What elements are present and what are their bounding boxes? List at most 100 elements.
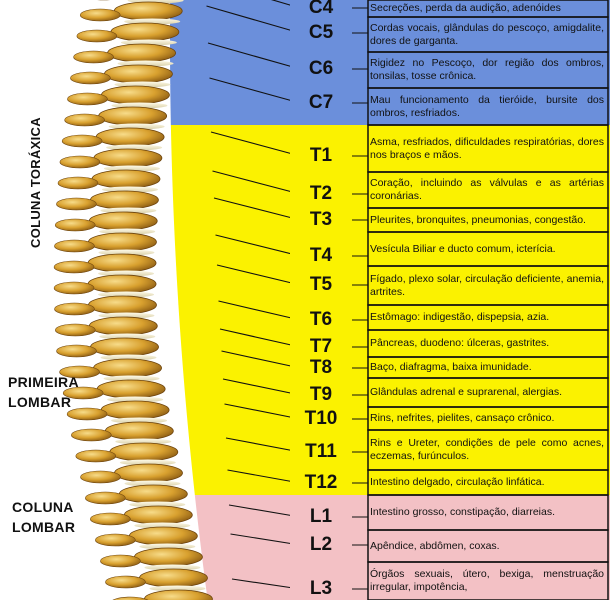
vertebra-process <box>112 596 149 600</box>
vertebra-description-t9: Glândulas adrenal e suprarenal, alergias… <box>370 386 563 398</box>
vertebra-process <box>95 533 136 547</box>
vertebra-label-t8: T8 <box>290 357 352 379</box>
vertebra-label-c6: C6 <box>290 58 352 80</box>
vertebra-process <box>54 218 96 232</box>
vertebra-description-t12: Intestino delgado, circulação linfática. <box>370 476 545 488</box>
intervertebral-disc <box>119 459 176 466</box>
vertebra-body <box>88 295 157 315</box>
vertebra-label-c4: C4 <box>290 0 352 19</box>
vertebra-process <box>70 71 111 85</box>
vertebra-body <box>139 568 208 588</box>
vertebra-process <box>54 239 95 253</box>
intervertebral-disc <box>139 543 196 550</box>
vertebra-label-l1: L1 <box>290 506 352 528</box>
intervertebral-disc <box>103 375 160 382</box>
vertebra-body <box>88 211 158 231</box>
vertebra-body <box>144 589 213 600</box>
vertebra-description-t11: Rins e Ureter, condições de pele como ac… <box>370 437 604 462</box>
description-box-l3 <box>367 561 609 600</box>
region-label-coluna-toraxica: COLUNA TORÁXICA <box>26 117 46 248</box>
vertebra-label-c5: C5 <box>290 22 352 44</box>
vertebra-process <box>64 113 105 127</box>
intervertebral-disc <box>111 417 168 424</box>
vertebra-label-t3: T3 <box>290 209 352 231</box>
intervertebral-disc <box>124 480 181 487</box>
vertebra-process <box>56 197 97 211</box>
vertebra-body <box>87 274 157 294</box>
vertebra-body <box>93 358 162 378</box>
vertebra-label-t6: T6 <box>290 309 352 331</box>
region-label-line-1: PRIMEIRA <box>8 374 79 390</box>
vertebra-description-t3: Pleurites, bronquites, pneumonias, conge… <box>370 213 586 226</box>
vertebra-process <box>62 386 104 400</box>
vertebra-process <box>79 8 121 22</box>
intervertebral-disc <box>98 291 155 298</box>
vertebra-process <box>67 92 108 106</box>
vertebra-description-t8: Baço, diafragma, baixa imunidade. <box>370 361 532 373</box>
intervertebral-disc <box>98 312 155 319</box>
region-label-text: COLUNA TORÁXICA <box>28 117 43 248</box>
vertebra-label-t4: T4 <box>290 245 352 267</box>
vertebra-body <box>128 526 198 546</box>
vertebra-process <box>54 302 95 316</box>
vertebra-description-l2: Apêndice, abdômen, coxas. <box>370 539 500 552</box>
vertebra-body <box>88 232 157 252</box>
intervertebral-disc <box>100 354 157 361</box>
vertebra-process <box>100 554 141 568</box>
vertebra-body <box>123 505 193 525</box>
vertebra-process <box>90 512 131 526</box>
vertebra-process <box>75 449 117 463</box>
vertebra-process <box>76 29 118 43</box>
vertebra-label-l2: L2 <box>290 534 352 556</box>
vertebra-body <box>100 400 170 420</box>
vertebra-description-t4: Vesícula Biliar e ducto comum, icterícia… <box>370 242 556 255</box>
vertebra-description-t6: Estômago: indigestão, dispepsia, azia. <box>370 311 550 323</box>
vertebra-label-t11: T11 <box>290 441 352 463</box>
vertebra-body <box>88 316 158 336</box>
vertebra-process <box>53 260 95 274</box>
vertebra-process <box>66 407 108 421</box>
region-band-cervical <box>170 0 610 125</box>
vertebra-body <box>114 463 183 483</box>
vertebra-body <box>134 547 203 567</box>
vertebra-process <box>80 470 121 484</box>
vertebra-process <box>53 281 95 295</box>
vertebra-body <box>113 1 183 21</box>
vertebra-process <box>57 176 99 190</box>
vertebra-body <box>101 85 170 105</box>
vertebra-description-t10: Rins, nefrites, pielites, cansaço crônic… <box>370 412 555 424</box>
intervertebral-disc <box>149 585 206 592</box>
vertebra-body <box>95 127 165 147</box>
vertebra-label-t10: T10 <box>290 408 352 430</box>
vertebra-description-c4: Secreções, perda da audição, adenóides <box>370 2 561 14</box>
vertebra-label-t9: T9 <box>290 384 352 406</box>
vertebra-body <box>96 379 166 399</box>
vertebra-body <box>107 43 176 63</box>
vertebra-process <box>55 323 96 337</box>
vertebra-body <box>90 190 159 210</box>
vertebra-process <box>59 365 100 379</box>
vertebra-body <box>91 169 161 189</box>
intervertebral-disc <box>107 396 164 403</box>
region-label-primeira-lombar: PRIMEIRA LOMBAR <box>8 372 79 412</box>
vertebra-label-t5: T5 <box>290 274 352 296</box>
vertebra-process <box>59 155 101 169</box>
vertebra-body <box>109 442 179 462</box>
vertebra-body <box>110 22 180 42</box>
vertebra-description-t5: Fígado, plexo solar, circulação deficien… <box>370 272 604 298</box>
vertebra-label-t2: T2 <box>290 183 352 205</box>
vertebra-label-t12: T12 <box>290 472 352 494</box>
vertebra-label-c7: C7 <box>290 92 352 114</box>
vertebra-body <box>98 106 168 126</box>
region-label-line-2: LOMBAR <box>12 519 76 535</box>
vertebra-body <box>118 484 188 504</box>
region-label-line-1: COLUNA <box>12 499 74 515</box>
vertebra-description-l1: Intestino grosso, constipação, diarreias… <box>370 506 556 518</box>
vertebra-description-t1: Asma, resfriados, dificuldades respirató… <box>370 135 604 161</box>
vertebra-body <box>87 253 157 273</box>
vertebra-description-c6: Rigidez no Pescoço, dor região dos ombro… <box>370 57 604 82</box>
vertebra-process <box>73 50 114 64</box>
vertebra-process <box>61 134 103 148</box>
region-label-coluna-lombar: COLUNA LOMBAR <box>12 497 75 537</box>
